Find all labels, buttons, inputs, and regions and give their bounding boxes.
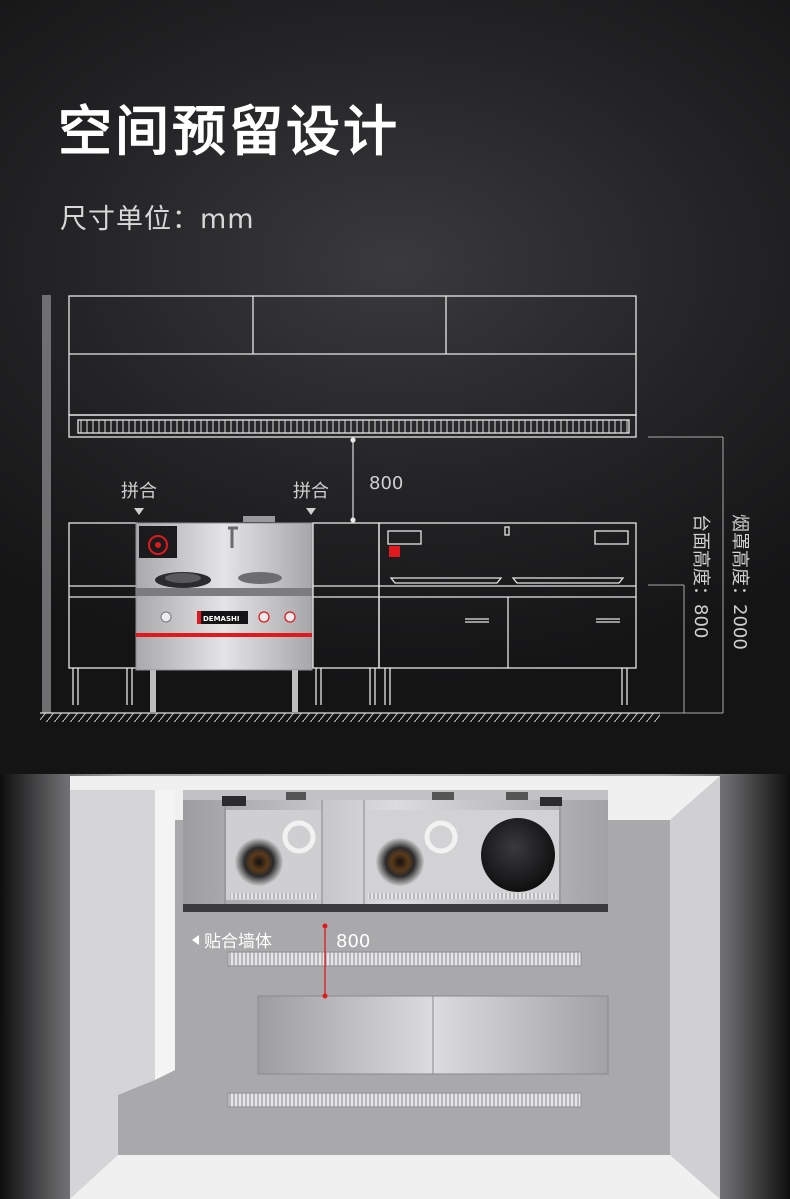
knob-icon — [258, 611, 270, 623]
splice-arrow-left-icon — [134, 508, 144, 515]
knob-icon — [160, 611, 172, 623]
splice-label-left: 拼合 — [121, 481, 157, 502]
left-wall-strip — [70, 790, 155, 1199]
floor-line — [40, 712, 660, 722]
hood-gap-dimension: 800 — [350, 437, 403, 523]
unit-note: 尺寸单位：mm — [60, 204, 255, 235]
hood-height-label: 烟罩高度：2000 — [729, 514, 750, 650]
middle-cabinet — [312, 522, 380, 705]
hood-gap-value: 800 — [369, 473, 403, 494]
splice-arrow-right-icon — [306, 508, 316, 515]
cooking-line-top-view — [183, 790, 608, 912]
height-dimensions — [648, 436, 724, 714]
floor-drain-grille — [227, 951, 582, 967]
pot-ring-icon — [424, 820, 458, 854]
left-cabinet — [68, 522, 138, 705]
wall-label: 贴合墙体 — [204, 932, 272, 952]
stir-fry-stove: DEMASHI — [135, 516, 313, 712]
temperature-dial-icon — [148, 535, 168, 555]
burner-icon — [376, 838, 424, 886]
stove-brand-plate — [197, 611, 248, 624]
floor-drain-grille — [227, 1092, 582, 1108]
wall-edge — [155, 790, 175, 1080]
elevation-drawing: 800 拼合 拼合 DEMASHI — [40, 295, 750, 722]
island-counter — [257, 995, 609, 1075]
burner-icon — [235, 838, 283, 886]
exhaust-hood — [68, 295, 637, 438]
right-wall-strip — [670, 776, 720, 1199]
wall-arrow-icon — [192, 935, 199, 945]
soup-burner — [238, 572, 282, 584]
aisle-value: 800 — [336, 931, 370, 952]
pot-ring-icon — [282, 820, 316, 854]
wall — [42, 295, 51, 713]
counter-height-label: 台面高度：800 — [690, 514, 711, 638]
stove-brand-text: DEMASHI — [203, 615, 239, 623]
plan-drawing: 800 贴合墙体 — [70, 776, 720, 1199]
knob-icon — [284, 611, 296, 623]
right-stove-unit — [378, 522, 637, 705]
page-title: 空间预留设计 — [58, 100, 400, 163]
plan-view: 800 贴合墙体 — [0, 774, 790, 1199]
splice-label-right: 拼合 — [293, 481, 329, 502]
indicator-light — [389, 546, 400, 557]
aisle-dimension: 800 — [322, 923, 370, 999]
wok-icon — [481, 818, 555, 892]
water-faucet-icon — [228, 526, 238, 548]
